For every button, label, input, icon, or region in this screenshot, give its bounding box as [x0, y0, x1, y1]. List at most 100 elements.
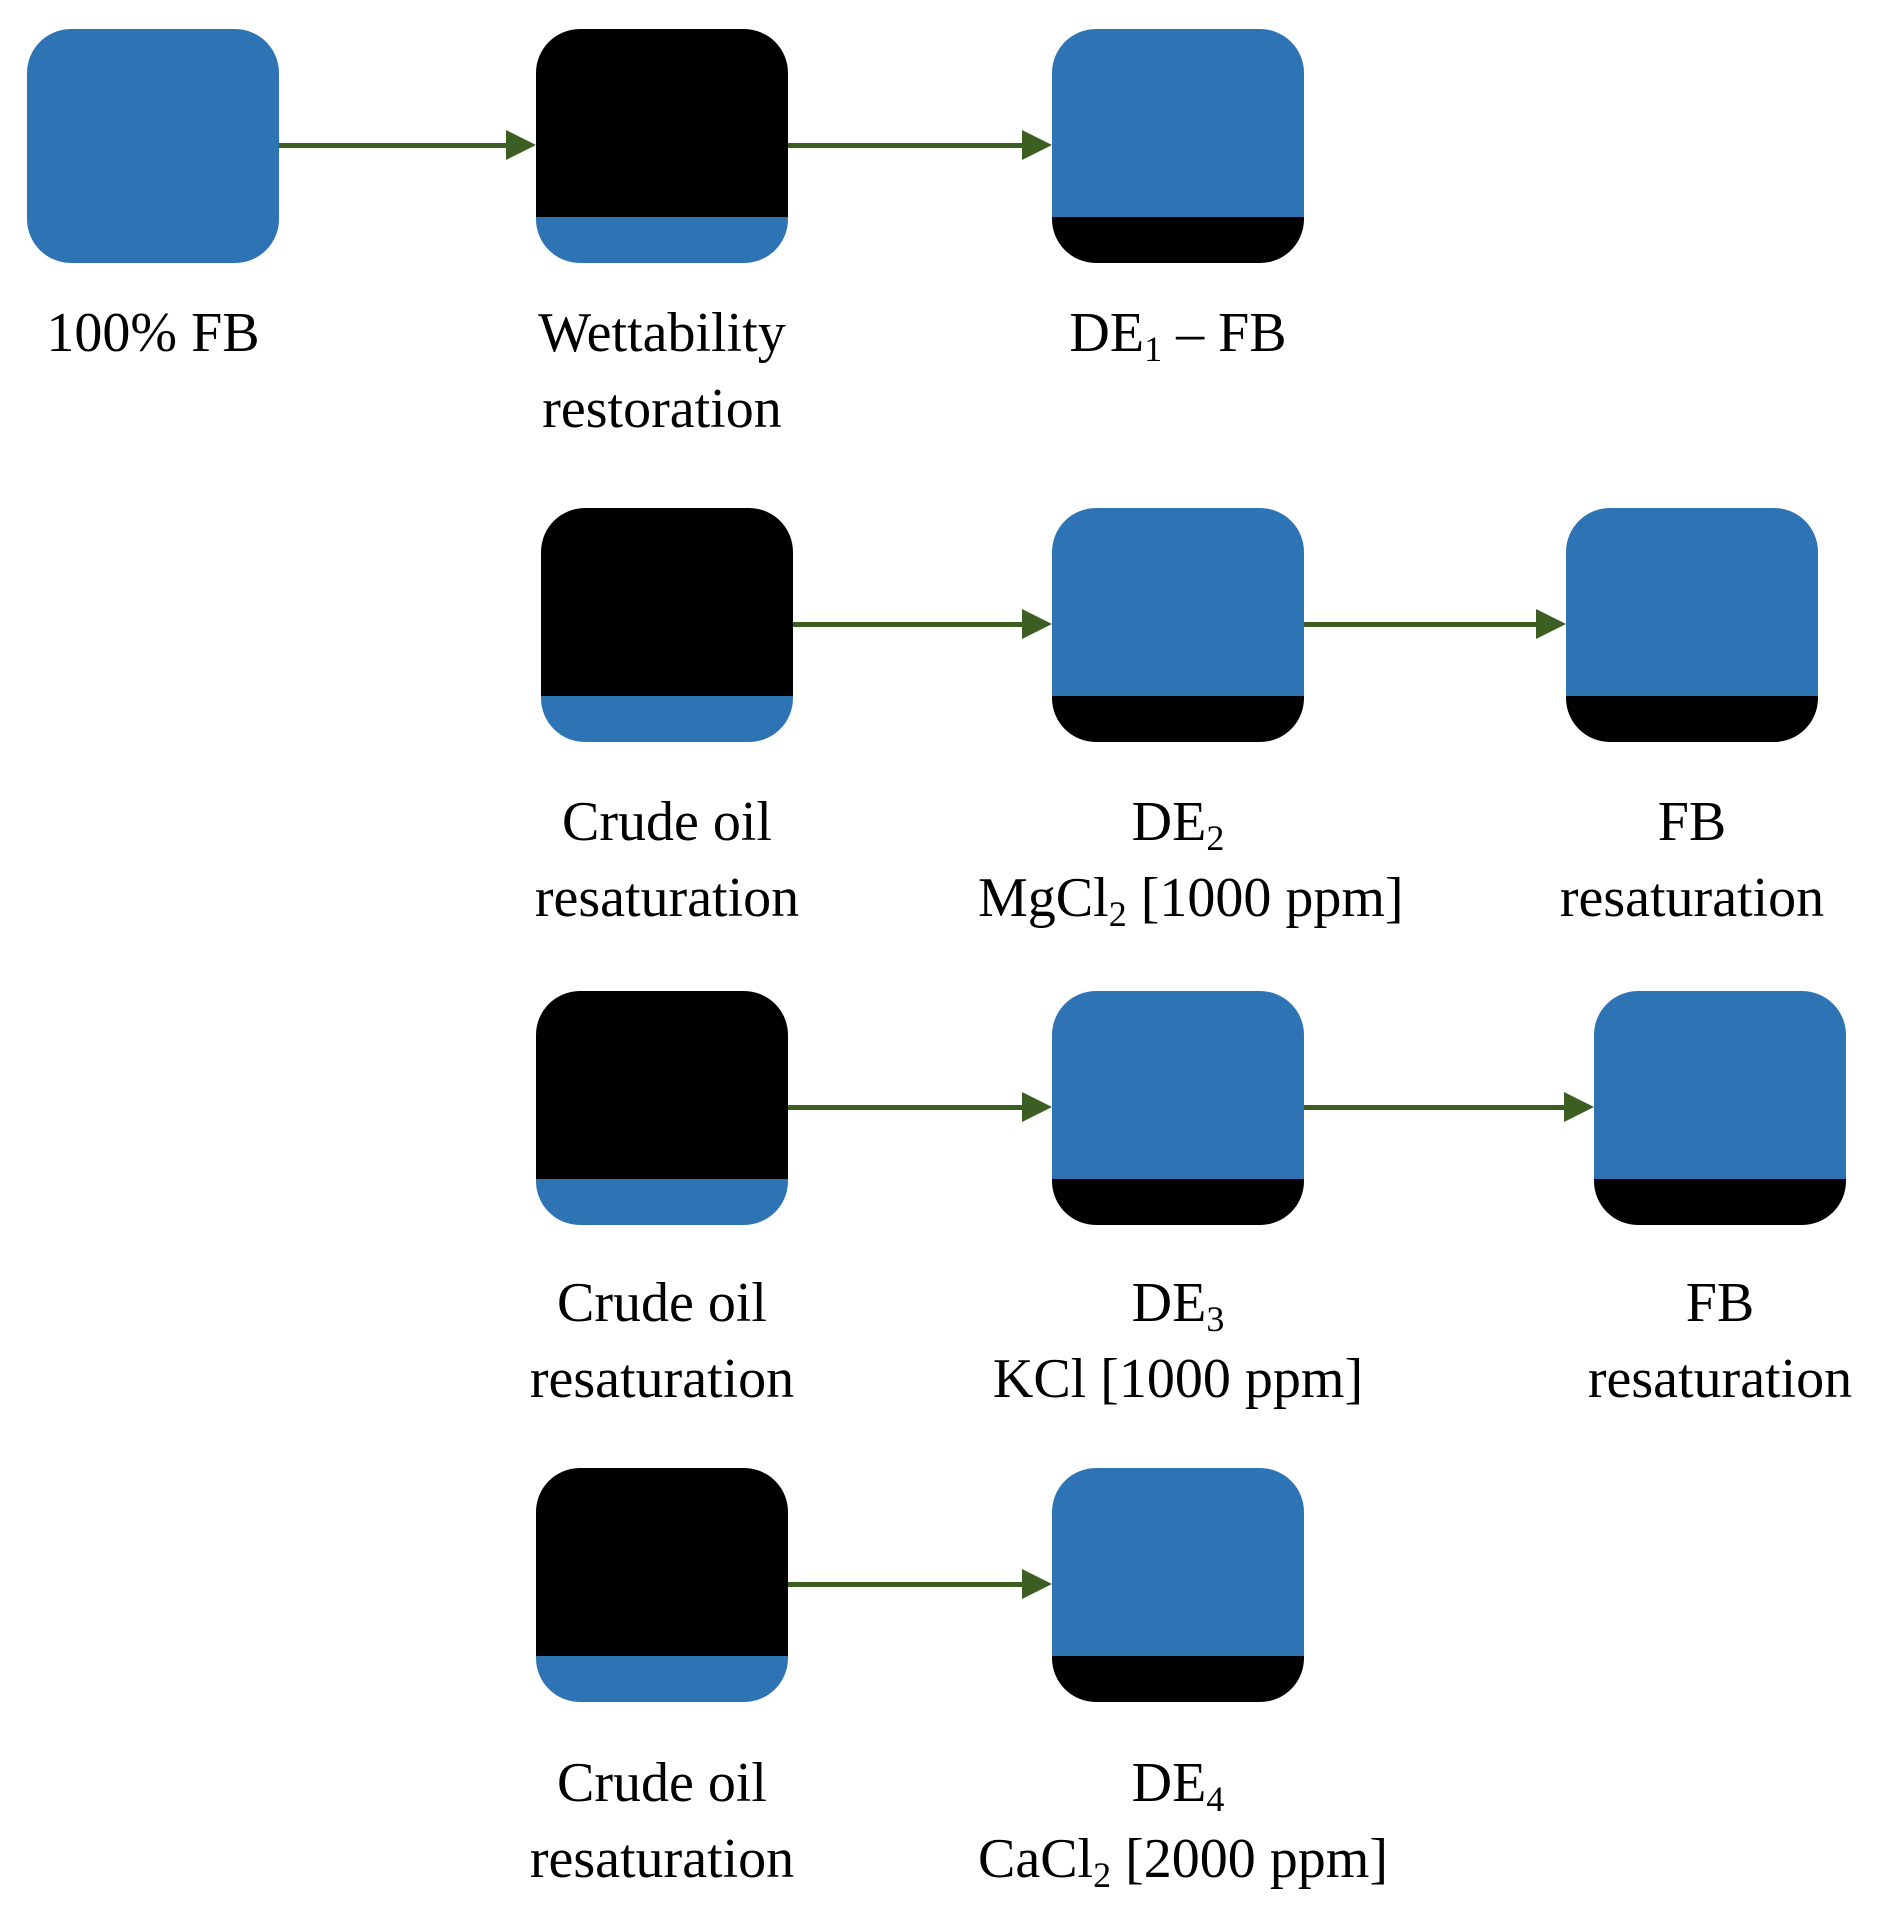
block-main-phase: [536, 1468, 788, 1656]
step-label-suffix: [1000 ppm]: [1126, 867, 1404, 929]
step-label-line: resaturation: [467, 860, 867, 936]
step-label-line: DE3: [978, 1265, 1378, 1341]
step-label-text: resaturation: [1559, 867, 1825, 929]
step-label-line: Crude oil: [462, 1745, 862, 1821]
sample-block: [1052, 29, 1304, 263]
step-label-text: CaCl: [978, 1828, 1094, 1890]
step-label-suffix: – FB: [1162, 302, 1287, 364]
step-label-subscript: 2: [1093, 1855, 1112, 1895]
block-band-phase: [1052, 217, 1304, 263]
step-label-line: Crude oil: [467, 784, 867, 860]
arrow-shaft: [1304, 622, 1538, 627]
step-label-text: restoration: [542, 378, 782, 440]
step-label-subscript: 4: [1206, 1779, 1225, 1819]
flow-arrow: [788, 1092, 1052, 1122]
step-label-line: KCl [1000 ppm]: [978, 1341, 1378, 1417]
block-band-phase: [541, 696, 793, 742]
step-label: Crude oil resaturation: [462, 1745, 862, 1897]
block-main-phase: [536, 29, 788, 217]
block-band-phase: [1594, 1179, 1846, 1225]
block-main-phase: [27, 29, 279, 263]
sample-block: [1052, 991, 1304, 1225]
block-band-phase: [1052, 696, 1304, 742]
sample-block: [1566, 508, 1818, 742]
flow-arrow: [279, 130, 536, 160]
step-label-text: DE: [1069, 302, 1145, 364]
block-main-phase: [1052, 29, 1304, 217]
step-label-text: DE: [1131, 1752, 1207, 1814]
step-label-subscript: 2: [1108, 894, 1127, 934]
step-label-subscript: 3: [1206, 1299, 1225, 1339]
arrow-head: [1022, 1569, 1052, 1599]
step-label-line: MgCl2 [1000 ppm]: [978, 860, 1404, 936]
block-main-phase: [1566, 508, 1818, 696]
flow-arrow: [788, 1569, 1052, 1599]
block-main-phase: [1052, 991, 1304, 1179]
step-label-line: resaturation: [462, 1821, 862, 1897]
sample-block: [541, 508, 793, 742]
step-label-text: MgCl: [978, 867, 1109, 929]
block-band-phase: [1052, 1656, 1304, 1702]
step-label-line: resaturation: [1520, 1341, 1890, 1417]
sample-block: [27, 29, 279, 263]
block-band-phase: [536, 217, 788, 263]
block-main-phase: [1052, 508, 1304, 696]
step-label: FB resaturation: [1520, 1265, 1890, 1417]
block-main-phase: [1052, 1468, 1304, 1656]
step-label-line: DE2: [978, 784, 1378, 860]
step-label-line: restoration: [462, 371, 862, 447]
arrow-shaft: [279, 143, 508, 148]
step-label-line: Crude oil: [462, 1265, 862, 1341]
step-label: Wettability restoration: [462, 295, 862, 447]
step-label-line: resaturation: [462, 1341, 862, 1417]
sample-block: [1052, 508, 1304, 742]
arrow-shaft: [1304, 1105, 1566, 1110]
step-label-text: FB: [1685, 1272, 1755, 1334]
step-label-subscript: 1: [1144, 329, 1163, 369]
step-label-line: DE4: [978, 1745, 1378, 1821]
arrow-head: [1536, 609, 1566, 639]
step-label-line: FB: [1492, 784, 1890, 860]
step-label-line: DE1 – FB: [978, 295, 1378, 371]
step-label: Crude oil resaturation: [462, 1265, 862, 1417]
step-label-line: 100% FB: [0, 295, 353, 371]
arrow-head: [1022, 1092, 1052, 1122]
step-label: FB resaturation: [1492, 784, 1890, 936]
step-label: DE1 – FB: [978, 295, 1378, 371]
sample-block: [1052, 1468, 1304, 1702]
step-label-text: KCl [1000 ppm]: [992, 1348, 1364, 1410]
step-label-suffix: [2000 ppm]: [1111, 1828, 1388, 1890]
arrow-shaft: [788, 1105, 1024, 1110]
block-main-phase: [536, 991, 788, 1179]
flow-arrow: [788, 130, 1052, 160]
step-label: 100% FB: [0, 295, 353, 371]
step-label: Crude oil resaturation: [467, 784, 867, 936]
step-label-text: Wettability: [538, 302, 786, 364]
arrow-shaft: [793, 622, 1024, 627]
block-main-phase: [541, 508, 793, 696]
sample-block: [536, 991, 788, 1225]
step-label-text: resaturation: [1587, 1348, 1853, 1410]
arrow-shaft: [788, 1582, 1024, 1587]
flow-arrow: [1304, 609, 1566, 639]
sample-block: [536, 29, 788, 263]
step-label-text: resaturation: [529, 1348, 795, 1410]
sample-block: [536, 1468, 788, 1702]
block-band-phase: [536, 1656, 788, 1702]
step-label-text: resaturation: [529, 1828, 795, 1890]
block-band-phase: [536, 1179, 788, 1225]
step-label-text: 100% FB: [46, 302, 260, 364]
step-label-text: FB: [1657, 791, 1727, 853]
step-label-line: FB: [1520, 1265, 1890, 1341]
sample-block: [1594, 991, 1846, 1225]
step-label-text: Crude oil: [562, 791, 772, 853]
arrow-head: [1564, 1092, 1594, 1122]
step-label-subscript: 2: [1206, 818, 1225, 858]
arrow-head: [1022, 130, 1052, 160]
step-label-line: Wettability: [462, 295, 862, 371]
step-label-text: resaturation: [534, 867, 800, 929]
arrow-head: [1022, 609, 1052, 639]
